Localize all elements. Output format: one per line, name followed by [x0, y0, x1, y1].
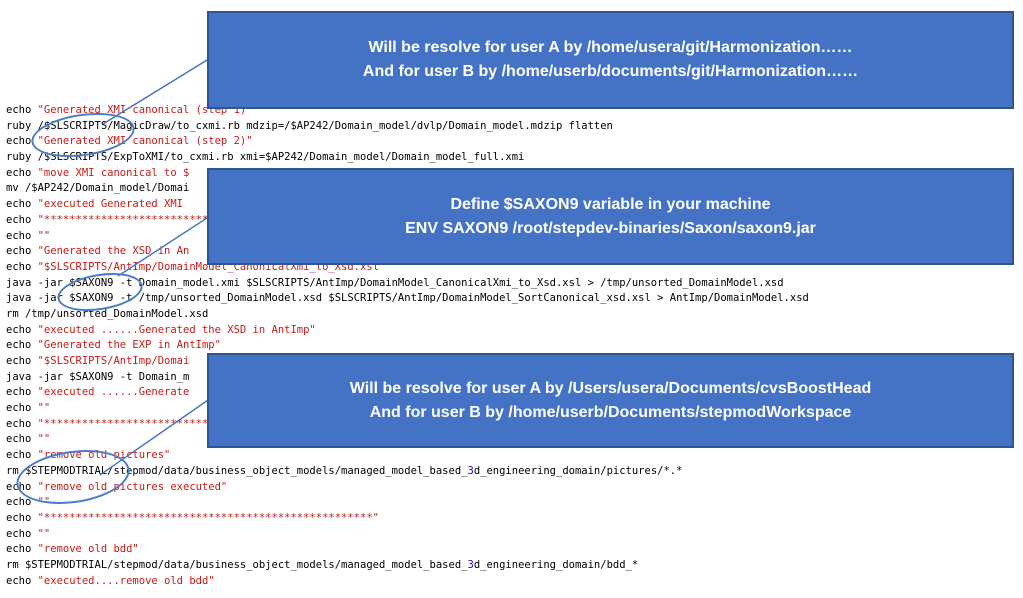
code-string: "move XMI canonical to $ [37, 166, 190, 179]
code-text: java -jar $SAXON9 -t /tmp/unsorted_Domai… [6, 292, 809, 305]
code-string: "$SLSCRIPTS/AntImp/Domai [37, 355, 190, 367]
code-line: echo "" [6, 527, 809, 543]
code-text: d_engineering_domain/pictures/*.* [473, 464, 683, 477]
code-text: echo [6, 104, 38, 116]
code-string: "***************************************… [37, 511, 379, 524]
code-text: echo [6, 166, 38, 179]
code-line: echo "Generated XMI canonical (step 2)" [6, 134, 809, 150]
code-line: rm $STEPMODTRIAL/stepmod/data/business_o… [6, 558, 809, 574]
code-line: echo "**********************************… [6, 511, 809, 527]
code-text: java -jar $SAXON9 -t Domain_m [6, 370, 190, 383]
code-string: "Generated XMI canonical (step 2)" [37, 135, 253, 148]
code-text: echo [6, 433, 38, 446]
code-text: java -jar $SAXON9 -t Domain_model.xmi $S… [6, 276, 784, 289]
annotation-box-saxon9-variable: Define $SAXON9 variable in your machine … [207, 168, 1014, 265]
code-line: echo "" [6, 229, 809, 245]
annotation-text-line: Define $SAXON9 variable in your machine [450, 195, 771, 213]
code-string: "Generated the EXP in AntImp" [37, 339, 221, 352]
code-text: echo [6, 386, 38, 399]
code-string: "executed Generated XMI [37, 198, 190, 211]
code-string: "remove old pictures executed" [37, 480, 228, 493]
annotation-text-line: Will be resolve for user A by /Users/use… [349, 379, 872, 397]
annotation-box-workspace-paths: Will be resolve for user A by /Users/use… [207, 353, 1014, 448]
code-text: echo [6, 355, 38, 367]
code-line: echo "Generated the EXP in AntImp" [6, 338, 809, 354]
code-line: echo "remove old pictures executed" [6, 480, 809, 496]
annotation-text-line: ENV SAXON9 /root/stepdev-binaries/Saxon/… [405, 219, 816, 237]
code-line: mv /$AP242/Domain_model/Domai [6, 181, 809, 197]
code-string: "executed ......Generated the XSD in Ant… [37, 323, 316, 336]
code-line: java -jar $SAXON9 -t Domain_m [6, 370, 809, 386]
code-text: rm /tmp/unsorted_DomainModel.xsd [6, 307, 209, 320]
code-string: "remove old bdd" [37, 543, 139, 556]
code-text: mv /$AP242/Domain_model/Domai [6, 182, 190, 195]
code-line: ruby /$SLSCRIPTS/ExpToXMI/to_cxmi.rb xmi… [6, 150, 809, 166]
code-text: echo [6, 496, 38, 509]
code-text: rm $STEPMODTRIAL/stepmod/data/business_o… [6, 558, 468, 571]
code-text: echo [6, 339, 38, 352]
code-text: echo [6, 198, 38, 211]
code-string: "" [37, 402, 51, 415]
code-string: "" [37, 496, 51, 509]
code-string: "" [37, 433, 51, 446]
code-line: java -jar $SAXON9 -t /tmp/unsorted_Domai… [6, 291, 809, 307]
code-text: ruby /$SLSCRIPTS/ExpToXMI/to_cxmi.rb xmi… [6, 151, 525, 164]
code-text: echo [6, 135, 38, 148]
annotation-box-harmonization-paths: Will be resolve for user A by /home/user… [207, 11, 1014, 109]
code-text: echo [6, 417, 38, 430]
code-line: echo "remove old bdd" [6, 542, 809, 558]
code-line: echo "" [6, 495, 809, 511]
code-line: echo "" [6, 401, 809, 417]
code-string: "" [37, 229, 51, 242]
code-line: echo "" [6, 432, 809, 448]
code-text: echo [6, 260, 38, 273]
code-text: echo [6, 574, 38, 587]
code-text: echo [6, 245, 38, 258]
code-text: echo [6, 480, 38, 493]
code-line: rm /tmp/unsorted_DomainModel.xsd [6, 307, 809, 323]
code-text: echo [6, 511, 38, 524]
code-string: "" [37, 527, 51, 540]
code-text: echo [6, 449, 38, 462]
code-text: d_engineering_domain/bdd_* [473, 558, 639, 571]
annotation-text-line: And for user B by /home/userb/documents/… [362, 63, 859, 80]
code-line: echo "executed ......Generated the XSD i… [6, 323, 809, 339]
code-text: echo [6, 213, 38, 226]
code-line: echo "executed Generated XMI [6, 197, 809, 213]
code-number: 3 [467, 464, 474, 477]
code-line: echo "executed ......Generate [6, 385, 809, 401]
code-string: "************************** [37, 417, 209, 430]
code-line: echo "move XMI canonical to $ [6, 166, 809, 182]
code-text: echo [6, 402, 38, 415]
code-number: 3 [467, 558, 474, 571]
annotation-text-line: Will be resolve for user A by /home/user… [368, 39, 853, 56]
code-line: echo "$SLSCRIPTS/AntImp/Domai [6, 354, 809, 370]
code-text: echo [6, 543, 38, 556]
annotation-text-line: And for user B by /home/userb/Documents/… [369, 403, 852, 421]
code-string: "executed ......Generate [37, 386, 190, 399]
code-string: "executed....remove old bdd" [37, 574, 215, 587]
code-line: java -jar $SAXON9 -t Domain_model.xmi $S… [6, 276, 809, 292]
code-text: echo [6, 229, 38, 242]
code-text: echo [6, 527, 38, 540]
code-string: "Generated the XSD in An [37, 245, 190, 258]
code-text: echo [6, 323, 38, 336]
code-string: "************************** [37, 213, 209, 226]
code-line: echo "executed....remove old bdd" [6, 574, 809, 590]
